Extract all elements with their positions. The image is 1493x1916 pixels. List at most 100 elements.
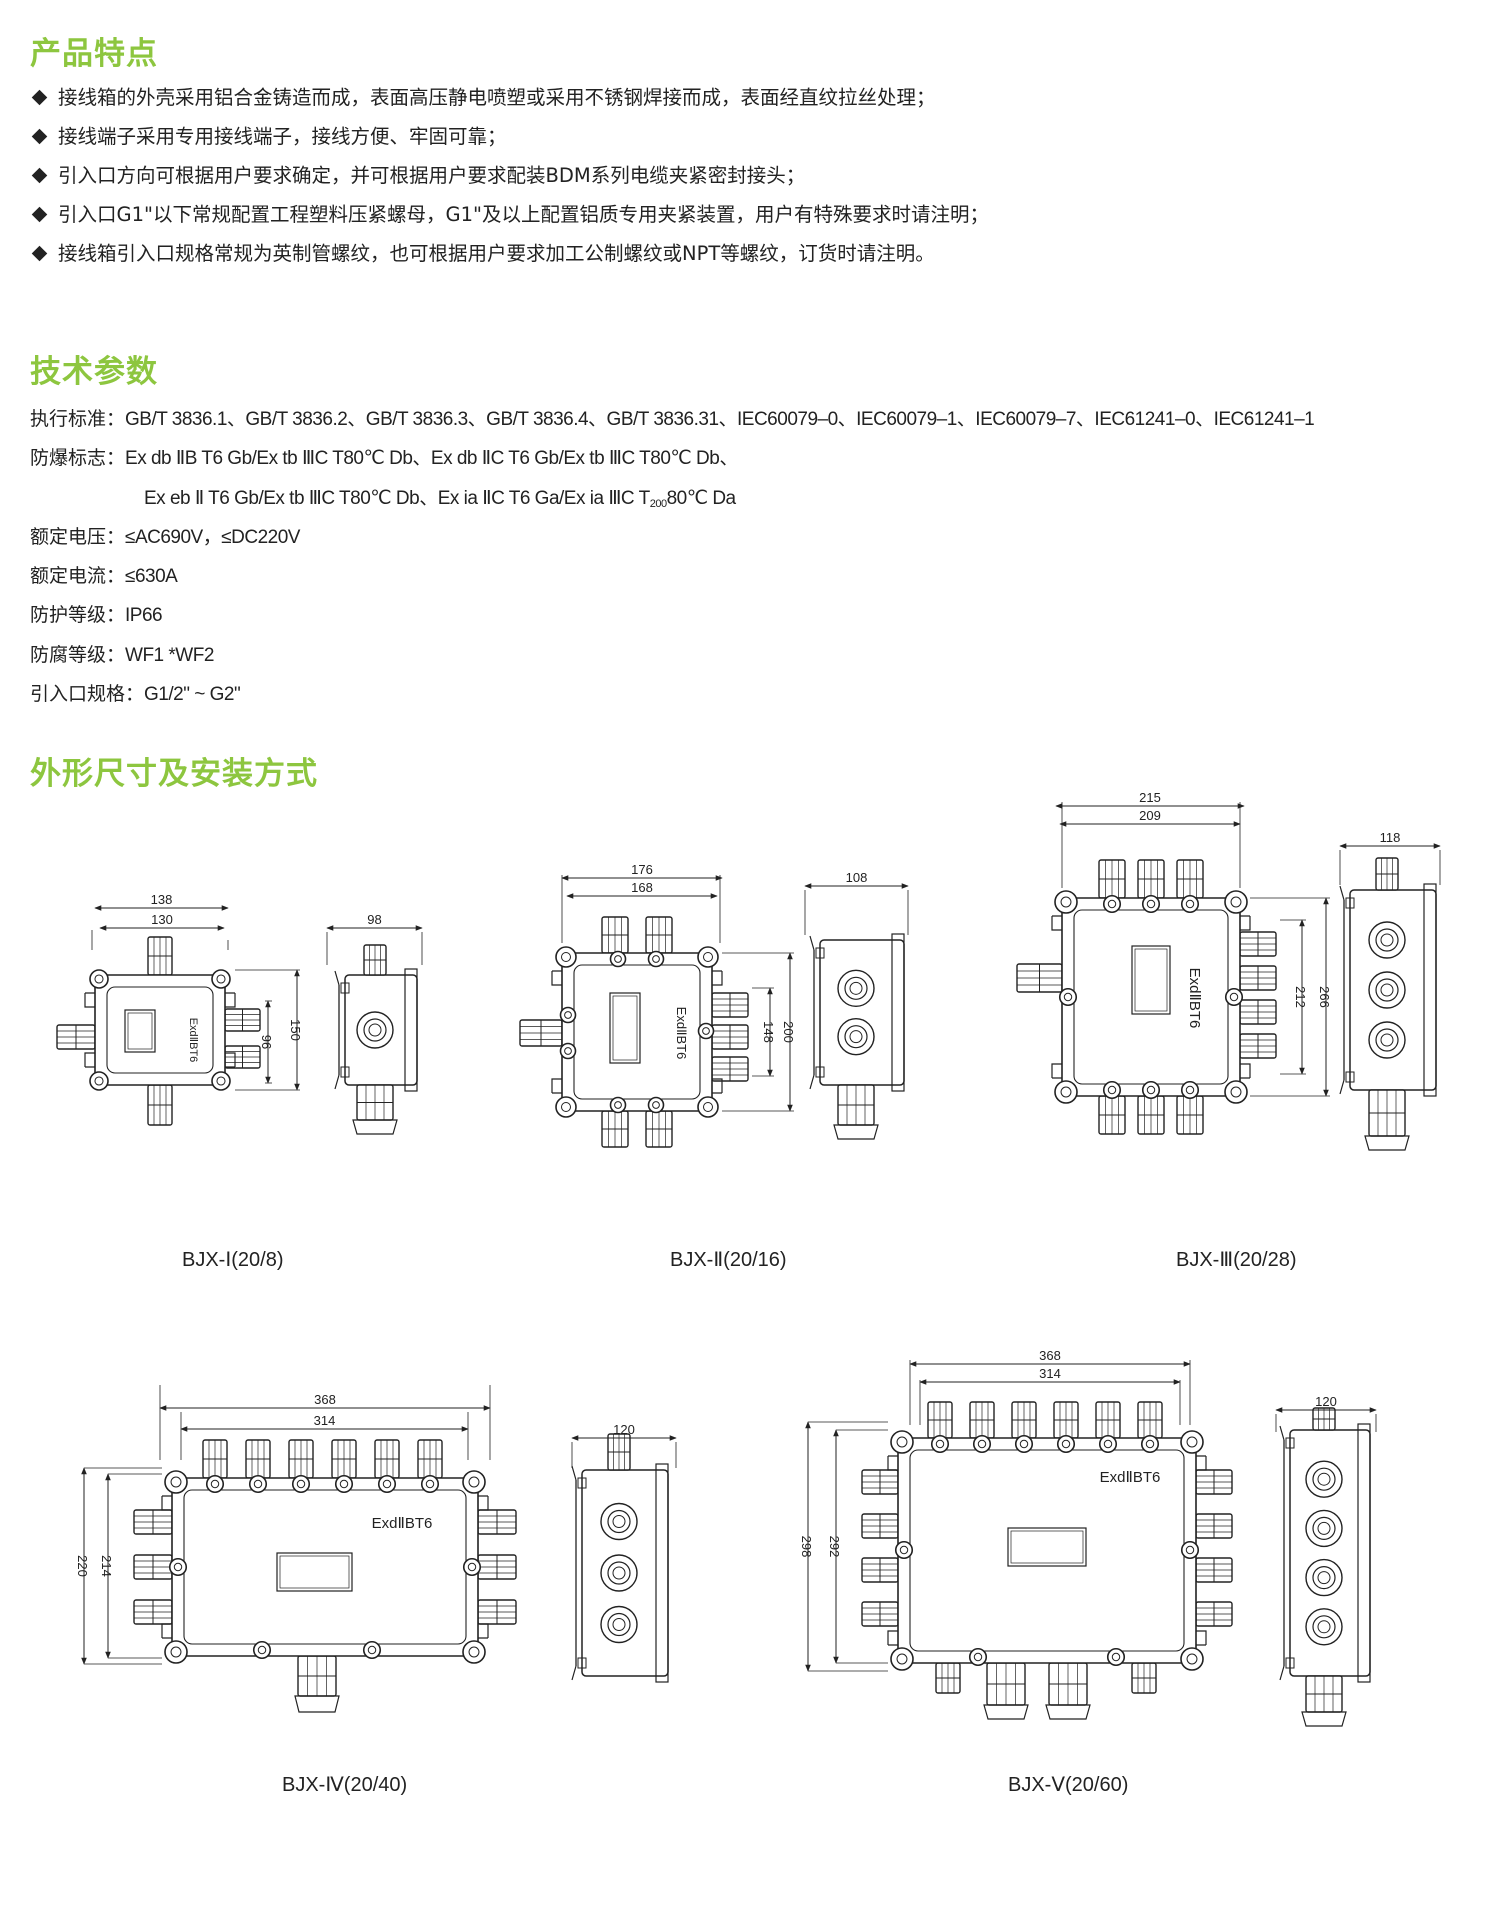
side-screw xyxy=(815,947,825,959)
corner-boss xyxy=(1180,1080,1200,1100)
mounting-foot xyxy=(225,1052,236,1068)
side-entry-core xyxy=(1317,1521,1331,1535)
mounting-foot xyxy=(1051,1063,1062,1079)
side-entry-core xyxy=(612,1566,626,1580)
enclosure-body xyxy=(171,1477,479,1657)
side-bracket-hook xyxy=(809,935,815,951)
cable-gland xyxy=(133,1599,173,1625)
cable-gland xyxy=(1195,1557,1233,1583)
dimension-label: 118 xyxy=(1380,830,1401,845)
dimensions-heading: 外形尺寸及安装方式 xyxy=(30,756,318,792)
corner-boss xyxy=(559,1042,577,1060)
mounting-foot xyxy=(161,1495,172,1511)
side-bracket-hook xyxy=(809,1074,815,1090)
corner-bolt xyxy=(1145,1439,1155,1449)
cable-gland xyxy=(1137,859,1165,899)
dimension-label: 150 xyxy=(288,1019,303,1041)
corner-bolt xyxy=(1103,1439,1113,1449)
dimension-label: 120 xyxy=(613,1422,635,1437)
corner-boss xyxy=(89,1071,109,1091)
corner-boss xyxy=(1054,890,1078,914)
corner-bolt xyxy=(614,955,622,963)
corner-boss xyxy=(1102,894,1122,914)
mounting-feet xyxy=(161,1495,489,1639)
gland-clamp xyxy=(294,1695,340,1713)
nameplate-inner xyxy=(279,1555,350,1589)
side-flange xyxy=(891,933,905,1092)
mounting-feet xyxy=(1051,915,1251,1079)
mounting-foot xyxy=(1196,1455,1207,1471)
corner-bolt xyxy=(339,1479,349,1489)
corner-bolt xyxy=(935,1439,945,1449)
mounting-foot xyxy=(161,1623,172,1639)
mounting-feet xyxy=(84,992,236,1068)
corner-boss xyxy=(1224,987,1244,1007)
corner-bolt xyxy=(468,1646,480,1658)
mounting-foot xyxy=(712,970,723,986)
corner-boss xyxy=(559,1006,577,1024)
corner-boss xyxy=(1054,1080,1078,1104)
side-screw xyxy=(815,1066,825,1078)
corner-bolt xyxy=(1019,1439,1029,1449)
cable-gland xyxy=(861,1469,899,1495)
side-flange xyxy=(655,1463,669,1683)
corner-bolt xyxy=(1230,896,1242,908)
nameplate-inner xyxy=(612,995,638,1061)
corner-bolt xyxy=(425,1479,435,1489)
mounting-feet xyxy=(551,970,723,1094)
corner-bolt xyxy=(468,1476,480,1488)
side-entry-core xyxy=(612,1618,626,1631)
side-entry-inner xyxy=(1312,1615,1336,1639)
marking-label: ExdⅡBT6 xyxy=(1100,1469,1161,1486)
corner-boss xyxy=(555,946,577,968)
dimension-label: 108 xyxy=(846,870,868,885)
corner-bolt xyxy=(382,1479,392,1489)
corner-bolt xyxy=(1230,1086,1242,1098)
corner-boss xyxy=(1224,1080,1248,1104)
caption-bjx-3: BJX-Ⅲ(20/28) xyxy=(1176,1249,1297,1271)
mounting-foot xyxy=(478,1623,489,1639)
cable-gland xyxy=(1305,1675,1343,1713)
side-entry-outer xyxy=(1368,1021,1406,1059)
cable-gland xyxy=(224,1045,261,1069)
side-screw xyxy=(577,1477,587,1489)
dimension-label: 266 xyxy=(1317,986,1332,1008)
nameplate-inner xyxy=(1010,1530,1084,1564)
cable-gland xyxy=(861,1557,899,1583)
dimension-label: 314 xyxy=(314,1413,336,1428)
marking-label: ExdⅡBT6 xyxy=(187,1018,199,1063)
specs-list: 执行标准：GB/T 3836.1、GB/T 3836.2、GB/T 3836.3… xyxy=(30,400,1470,714)
corner-bolt xyxy=(703,1102,713,1112)
corner-bolt xyxy=(1146,1085,1156,1095)
cable-gland xyxy=(969,1401,995,1439)
side-entry-inner xyxy=(607,1612,631,1637)
side-entry-outer xyxy=(600,1554,638,1592)
corner-bolt xyxy=(1107,899,1117,909)
side-entry-outer xyxy=(1305,1509,1343,1548)
mounting-foot xyxy=(1240,1063,1251,1079)
mounting-feet xyxy=(887,1455,1207,1646)
diamond-bullet-icon xyxy=(31,206,48,223)
side-flange xyxy=(404,968,418,1092)
side-entry-inner xyxy=(1375,928,1399,952)
mounting-foot xyxy=(1196,1630,1207,1646)
nameplate xyxy=(124,1009,156,1053)
side-entry-outer xyxy=(837,969,875,1008)
corner-boss xyxy=(1058,987,1078,1007)
spec-entry: 引入口规格：G1/2" ~ G2" xyxy=(30,683,241,706)
mounting-foot xyxy=(887,1455,898,1471)
feature-item: 接线箱引入口规格常规为英制管螺纹，也可根据用户要求加工公制螺纹或NPT等螺纹，订… xyxy=(30,234,1450,273)
cable-gland xyxy=(133,1509,173,1535)
corner-bolt xyxy=(899,1545,909,1555)
dimension-label: 96 xyxy=(259,1035,274,1049)
gland-clamp xyxy=(833,1124,879,1140)
side-entry-outer xyxy=(600,1502,638,1541)
side-entry-inner xyxy=(607,1509,631,1534)
cable-gland xyxy=(861,1513,899,1539)
corner-bolt xyxy=(1060,1086,1072,1098)
corner-boss xyxy=(555,1096,577,1118)
dimension-label: 215 xyxy=(1139,790,1161,805)
cable-gland xyxy=(1016,963,1063,993)
cable-gland xyxy=(1048,1662,1088,1706)
